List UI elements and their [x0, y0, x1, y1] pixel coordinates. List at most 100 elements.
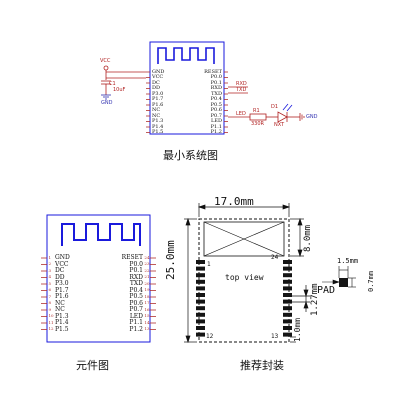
pad-dimension-lines	[322, 266, 356, 288]
pin-label: 10	[48, 313, 54, 319]
pin-label: DC	[152, 79, 160, 86]
uart-net-lines	[228, 86, 248, 94]
pad-detail	[339, 278, 348, 287]
component-left-pin-stubs	[41, 257, 47, 330]
pin-label: P3.0	[152, 90, 164, 97]
pin-label: P1.6	[152, 101, 164, 108]
pin-label: P0.7	[129, 306, 143, 314]
schematic-left-pin-stubs	[146, 71, 150, 133]
footprint-antenna-keepout	[203, 221, 285, 257]
top-view-label: top view	[225, 273, 264, 282]
component-antenna-trace	[61, 223, 141, 246]
led-gnd-label: GND	[306, 114, 318, 120]
pin-label: 1	[48, 254, 52, 260]
pin-label: 21	[144, 274, 150, 280]
footprint-pad	[196, 306, 205, 311]
pin-label: P1.5	[152, 129, 164, 135]
pin-label: 15	[144, 313, 150, 319]
schematic-right-pin-stubs	[224, 71, 228, 133]
pin-label: GND	[152, 68, 165, 75]
footprint-pad	[196, 299, 205, 304]
footprint-pad	[196, 273, 205, 278]
footprint-pad	[283, 332, 292, 337]
pin-label: 14	[144, 319, 150, 325]
pin-label: P0.0	[129, 260, 143, 268]
pin-label: VCC	[55, 260, 69, 268]
pin-label: 11	[48, 319, 54, 325]
pin-label: P0.0	[210, 74, 222, 80]
pin-label: DD	[55, 273, 65, 281]
pin-12-label: 12	[206, 333, 214, 340]
footprint-pad	[283, 319, 292, 324]
component-module-outline	[46, 214, 151, 343]
pin-label: 23	[144, 261, 150, 267]
ground-symbol-left	[101, 94, 111, 100]
footprint-caption: 推荐封装	[240, 359, 284, 372]
pin-label: DC	[55, 267, 65, 275]
pin-label: P1.1	[210, 123, 222, 130]
pin-label: P0.5	[210, 101, 222, 108]
footprint-pad	[196, 312, 205, 317]
pin-label: RXD	[129, 273, 143, 281]
width-dimension	[197, 203, 291, 217]
footprint-pad	[283, 312, 292, 317]
pin-label: P0.7	[210, 112, 222, 119]
footprint-pad	[196, 293, 205, 297]
led-emission-arrows	[282, 103, 293, 112]
pin-label: P0.1	[129, 267, 143, 275]
pad-label: PAD	[317, 285, 336, 296]
pin-label: 2	[48, 261, 52, 267]
footprint-pad	[283, 273, 292, 278]
pin-label: RESET	[204, 68, 222, 75]
pin-label: 3	[48, 267, 52, 273]
pin-label: P3.0	[55, 280, 69, 288]
footprint-pad	[283, 299, 292, 304]
pin-label: TXD	[129, 280, 143, 288]
width-dim-label: 17.0mm	[214, 195, 254, 208]
footprint-pad	[283, 293, 292, 297]
pin-label: 6	[48, 287, 52, 293]
pin-label: P1.1	[129, 319, 143, 327]
pin-label: P1.2	[129, 325, 143, 333]
footprint-pad	[283, 266, 292, 271]
pin-label: 7	[48, 293, 52, 299]
antenna-dimension	[290, 217, 304, 258]
height-dim-label: 25.0mm	[164, 240, 177, 280]
pin-label: P0.6	[129, 299, 143, 307]
pin-label: P1.4	[152, 123, 164, 130]
resistor-ref: R1	[253, 108, 260, 114]
pin-label: LED	[129, 312, 143, 320]
pin-label: P0.1	[210, 79, 222, 86]
pin-label: 8	[48, 300, 52, 306]
component-caption: 元件图	[76, 359, 109, 372]
pin-label: 13	[144, 326, 150, 332]
net-led: LED	[236, 111, 246, 117]
footprint-pad	[283, 286, 292, 291]
pin-label: GND	[55, 254, 70, 262]
schematic-module-outline	[149, 41, 225, 135]
footprint-pad	[196, 326, 205, 330]
pad-height-label: 0.7mm	[367, 270, 375, 292]
pin-label: 18	[144, 293, 150, 299]
net-rxd: RXD	[236, 81, 247, 87]
pin-label: 4	[48, 274, 52, 280]
pin-label: NC	[152, 107, 161, 113]
pin-label: 12	[48, 326, 54, 332]
pin-label: P0.6	[210, 107, 222, 113]
vcc-symbol	[103, 65, 109, 72]
pin-label: 19	[144, 287, 150, 293]
pin-label: NC	[55, 299, 65, 307]
pin-label: 17	[144, 300, 150, 306]
pin-1-label: 1	[207, 261, 211, 268]
resistor-value: 330R	[251, 121, 265, 127]
footprint-pad	[196, 279, 205, 284]
footprint-left-pads	[196, 260, 205, 337]
edge-dimension	[290, 336, 296, 343]
footprint-pad	[283, 306, 292, 311]
pin-label: P1.2	[210, 129, 222, 135]
component-right-pin-stubs	[150, 257, 156, 330]
footprint-pad	[196, 266, 205, 271]
footprint-pad	[196, 286, 205, 291]
keepout-cross-b	[203, 221, 285, 257]
